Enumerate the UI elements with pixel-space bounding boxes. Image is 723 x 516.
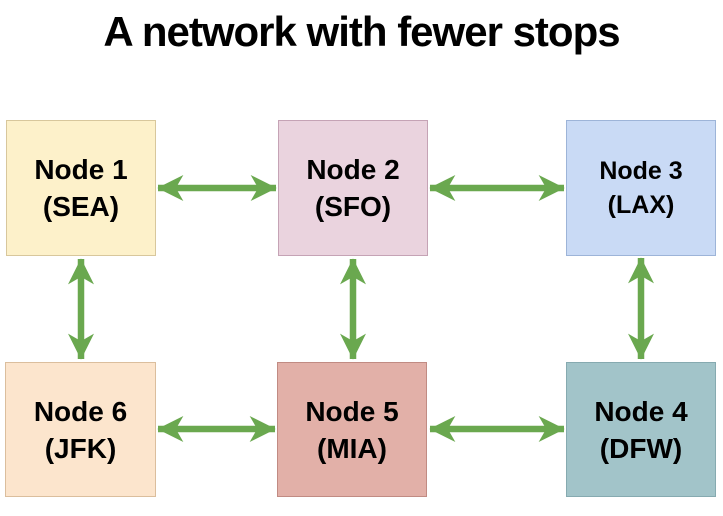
node-4-dfw: Node 4 (DFW): [566, 362, 716, 497]
node-label: Node 2: [306, 154, 400, 185]
node-2-sfo: Node 2 (SFO): [278, 120, 428, 256]
node-label: Node 5: [305, 395, 399, 427]
node-label: Node 3: [599, 157, 683, 185]
node-label: Node 1: [34, 154, 128, 185]
diagram-title: A network with fewer stops: [103, 8, 620, 55]
node-1-sea: Node 1 (SEA): [6, 120, 156, 256]
node-3-lax: Node 3 (LAX): [566, 120, 716, 256]
node-code: (JFK): [44, 432, 117, 464]
node-code: (SFO): [314, 191, 392, 222]
node-6-jfk: Node 6 (JFK): [5, 362, 156, 497]
node-code: (SEA): [42, 191, 120, 222]
node-label: Node 6: [33, 395, 128, 427]
node-code: (DFW): [599, 432, 683, 464]
node-label: Node 4: [594, 395, 688, 427]
node-code: (LAX): [607, 191, 675, 219]
node-5-mia: Node 5 (MIA): [277, 362, 427, 497]
node-code: (MIA): [317, 432, 387, 464]
